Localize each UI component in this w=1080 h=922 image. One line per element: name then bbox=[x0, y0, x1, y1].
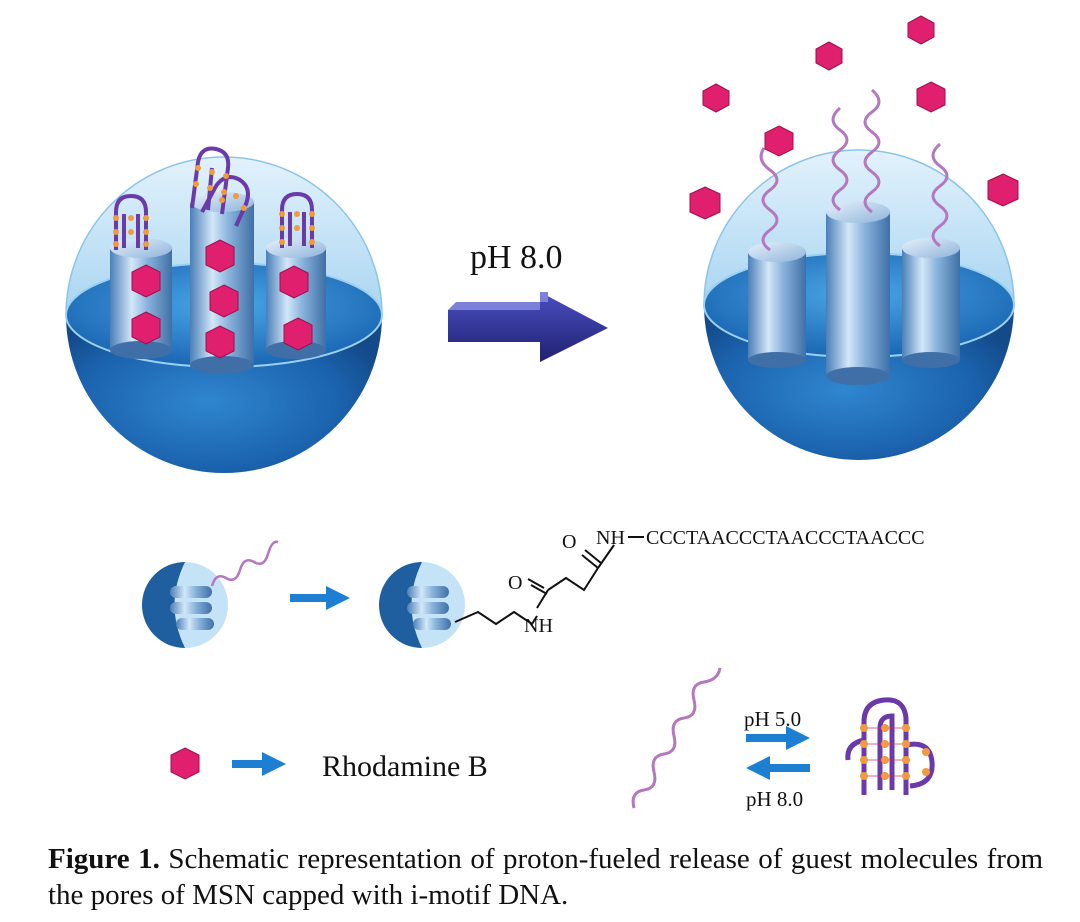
dna-strand-icon bbox=[759, 147, 779, 252]
released-nanoparticle bbox=[689, 15, 1019, 460]
cylinder-icon bbox=[826, 201, 890, 385]
chem-nh-top: NH bbox=[596, 527, 625, 549]
dna-strand-icon bbox=[631, 667, 722, 809]
loaded-nanoparticle bbox=[65, 146, 383, 473]
small-arrow-icon bbox=[290, 586, 350, 610]
cube-icon bbox=[987, 173, 1019, 207]
cube-icon bbox=[283, 317, 313, 351]
cube-icon bbox=[815, 41, 843, 71]
small-arrow-icon bbox=[232, 752, 286, 776]
chem-o-bottom: O bbox=[508, 572, 522, 594]
cube-icon bbox=[702, 83, 730, 113]
cube-icon bbox=[916, 81, 946, 113]
dna-strand-icon bbox=[831, 106, 849, 212]
linker-structure bbox=[454, 544, 615, 626]
dna-sequence: CCCTAACCCTAACCCTAACCC bbox=[646, 527, 925, 549]
dna-strand-icon bbox=[931, 142, 949, 248]
cylinder-icon bbox=[748, 242, 806, 368]
main-arrow-label: pH 8.0 bbox=[470, 239, 563, 276]
caption-label: Figure 1. bbox=[48, 843, 160, 875]
caption-text: Schematic representation of proton-fuele… bbox=[48, 843, 1044, 911]
cube-icon bbox=[279, 265, 309, 299]
cube-icon bbox=[209, 284, 239, 318]
bare-msn bbox=[142, 540, 279, 648]
figure-caption: Figure 1. Schematic representation of pr… bbox=[48, 841, 1043, 913]
cube-icon bbox=[764, 125, 794, 157]
cube-icon bbox=[131, 311, 161, 345]
cube-icon bbox=[689, 186, 721, 220]
eq-reverse-label: pH 8.0 bbox=[746, 787, 803, 811]
cube-icon bbox=[907, 15, 935, 45]
functionalized-msn bbox=[379, 562, 465, 648]
big-arrow-icon bbox=[448, 292, 608, 362]
cube-icon bbox=[131, 264, 161, 298]
forward-arrow-icon bbox=[746, 726, 810, 750]
legend-rhodamine-label: Rhodamine B bbox=[322, 750, 488, 783]
cube-icon bbox=[170, 747, 200, 780]
eq-forward-label: pH 5.0 bbox=[744, 707, 801, 731]
i-motif-icon bbox=[845, 697, 935, 795]
dna-strand-icon bbox=[210, 540, 279, 587]
chem-o-top: O bbox=[562, 531, 576, 553]
reverse-arrow-icon bbox=[746, 756, 810, 780]
dna-strand-icon bbox=[863, 88, 881, 214]
cube-icon bbox=[205, 239, 235, 273]
i-motif-icon bbox=[114, 146, 314, 250]
chem-nh-bottom: NH bbox=[524, 615, 553, 637]
cylinder-icon bbox=[902, 238, 960, 368]
cube-icon bbox=[205, 325, 235, 359]
